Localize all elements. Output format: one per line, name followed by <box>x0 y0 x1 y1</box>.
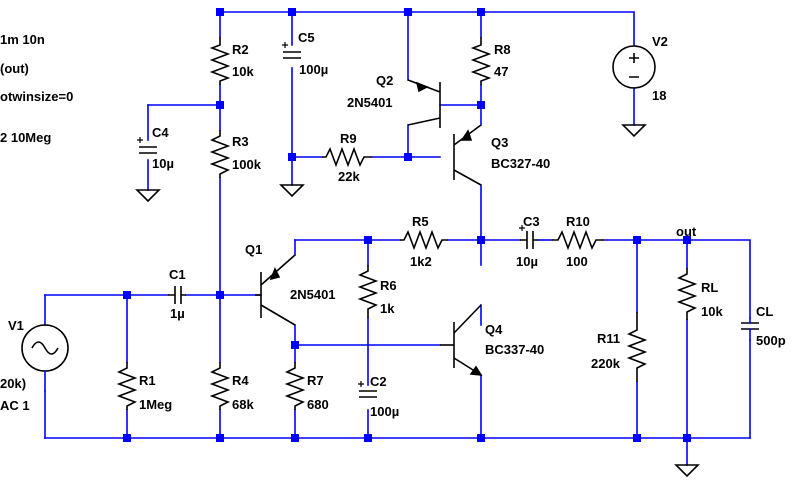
label-r10-name: R10 <box>566 214 590 229</box>
label-c4-value: 10µ <box>152 156 174 171</box>
label-r6-value: 1k <box>380 301 395 316</box>
label-cl-name: CL <box>756 304 773 319</box>
label-r1-value: 1Meg <box>139 397 172 412</box>
resistor-r7 <box>284 362 306 410</box>
label-r9-value: 22k <box>338 169 360 184</box>
resistor-r2 <box>209 37 231 85</box>
label-q2-value: 2N5401 <box>347 95 393 110</box>
resistor-r4 <box>209 362 231 410</box>
label-r11-name: R11 <box>597 331 620 346</box>
label-q1-name: Q1 <box>245 242 262 257</box>
label-r2-name: R2 <box>232 42 249 57</box>
label-c1-name: C1 <box>169 267 186 282</box>
label-r4-value: 68k <box>232 397 254 412</box>
label-c2-name: C2 <box>370 374 387 389</box>
label-rl-value: 10k <box>701 304 723 319</box>
label-c2-value: 100µ <box>370 404 399 419</box>
label-r10-value: 100 <box>566 254 588 269</box>
capacitor-c3 <box>519 225 538 249</box>
capacitor-cl <box>741 317 759 341</box>
directive-tran: 1m 10n <box>0 32 45 47</box>
transistor-q4 <box>440 304 483 376</box>
resistor-r3 <box>209 130 231 178</box>
label-cl-value: 500p <box>756 333 786 348</box>
label-q4-value: BC337-40 <box>485 342 544 357</box>
resistor-r8 <box>470 37 492 85</box>
label-q2-name: Q2 <box>376 73 393 88</box>
label-q3-name: Q3 <box>491 135 508 150</box>
label-c5-name: C5 <box>298 30 315 45</box>
label-c3-name: C3 <box>523 214 540 229</box>
label-r9-name: R9 <box>340 131 357 146</box>
capacitor-c1 <box>168 286 186 304</box>
resistor-r11 <box>626 312 648 382</box>
label-r3-name: R3 <box>232 134 249 149</box>
label-c1-value: 1µ <box>170 306 185 321</box>
transistor-q2 <box>407 79 441 128</box>
capacitor-c2 <box>358 381 377 398</box>
label-v2-value: 18 <box>652 88 666 103</box>
transistor-q3 <box>453 124 482 186</box>
label-rl-name: RL <box>701 280 718 295</box>
wires <box>44 11 751 466</box>
label-r5-name: R5 <box>412 214 429 229</box>
component-labels: R2 10k R3 100k R4 68k R1 1Meg R7 680 R6 … <box>0 30 786 419</box>
directive-options: otwinsize=0 <box>0 89 73 104</box>
label-v1-name: V1 <box>8 318 24 333</box>
label-r8-name: R8 <box>494 42 511 57</box>
label-r11-value: 220k <box>591 356 621 371</box>
ground-symbols <box>135 124 700 478</box>
junctions <box>123 8 691 442</box>
label-v1-value2: AC 1 <box>0 398 30 413</box>
label-q4-name: Q4 <box>485 322 503 337</box>
resistor-r9 <box>322 146 372 168</box>
label-q1-value: 2N5401 <box>290 287 336 302</box>
resistor-r10 <box>552 229 604 251</box>
label-v1-value: 20k) <box>0 376 26 391</box>
label-c4-name: C4 <box>152 125 169 140</box>
label-r7-value: 680 <box>307 397 329 412</box>
resistor-rl <box>676 268 698 320</box>
resistor-r1 <box>116 362 138 410</box>
label-r6-name: R6 <box>380 278 397 293</box>
directives: 1m 10n (out) otwinsize=0 2 10Meg <box>0 32 73 145</box>
label-r3-value: 100k <box>232 157 262 172</box>
label-v2-name: V2 <box>652 34 668 49</box>
net-label-out: out <box>676 224 697 239</box>
voltage-source-v2 <box>612 45 656 89</box>
label-r8-value: 47 <box>494 64 508 79</box>
label-r5-value: 1k2 <box>410 254 432 269</box>
capacitor-c4 <box>137 137 157 154</box>
transistor-q1 <box>255 254 296 326</box>
label-r4-name: R4 <box>232 373 249 388</box>
label-r1-name: R1 <box>139 373 156 388</box>
label-r7-name: R7 <box>307 373 324 388</box>
label-c5-value: 100µ <box>299 62 328 77</box>
voltage-source-v1 <box>21 324 69 392</box>
label-c3-value: 10µ <box>516 254 538 269</box>
directive-model: 2 10Meg <box>0 130 51 145</box>
resistor-r6 <box>357 265 379 318</box>
label-q3-value: BC327-40 <box>491 156 550 171</box>
resistor-r5 <box>400 229 448 251</box>
directive-plot: (out) <box>0 61 29 76</box>
capacitor-c5 <box>282 42 301 59</box>
label-r2-value: 10k <box>232 64 254 79</box>
